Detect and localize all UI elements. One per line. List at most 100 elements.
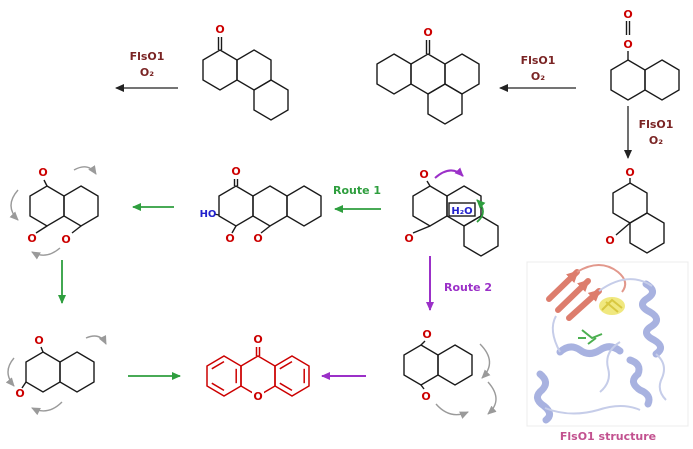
cofactor-label: O₂ [531, 70, 545, 83]
benzene-ring [236, 49, 272, 91]
benzene-ring [252, 185, 288, 227]
structure-bottom-right: O O [403, 328, 497, 419]
structure-mid-right: O H₂O O [404, 167, 499, 257]
route1-step: Route 1 [333, 184, 381, 213]
structure-right-intermediate: O O [605, 166, 665, 254]
oxygen-atom-label: O [421, 390, 430, 403]
benzene-ring [63, 185, 99, 227]
route2-step: Route 2 [426, 256, 492, 311]
benzene-ring [202, 49, 238, 91]
bond [43, 179, 48, 187]
oxygen-atom-label: O [34, 334, 43, 347]
oxygen-atom-label: O [15, 387, 24, 400]
structure-top-left: O [202, 23, 289, 121]
oxygen-atom-label: O [605, 234, 614, 247]
oxygen-atom-label: O [253, 333, 262, 346]
oxygen-atom-label: O [27, 232, 36, 245]
structure-bottom-left: O O [5, 334, 107, 416]
curved-arrow-gray [5, 357, 15, 387]
oxygen-atom-label: O [215, 23, 224, 36]
protein-cofactor-highlight [599, 297, 625, 315]
hydroxyl-label: HO [200, 209, 217, 220]
benzene-ring [612, 182, 648, 224]
oxygen-atom-label: O [231, 165, 240, 178]
benzene-ring [410, 53, 446, 95]
curved-arrow-gray [435, 403, 469, 419]
oxygen-atom-label: O [253, 232, 262, 245]
bond [231, 225, 237, 234]
oxygen-atom-label: O [61, 233, 70, 246]
benzene-ring [463, 215, 499, 257]
bond [213, 213, 220, 216]
protein-structure-image: FlsO1 structure [526, 261, 689, 443]
curved-arrow-gray [85, 335, 107, 345]
benzene-ring [59, 351, 95, 393]
bond [279, 382, 293, 392]
bond [420, 340, 426, 346]
bond [279, 360, 293, 370]
protein-loop [576, 264, 627, 293]
benzene-ring [437, 344, 473, 386]
bond [426, 180, 431, 187]
benzene-ring [644, 59, 680, 101]
protein-ligand-sticks [578, 329, 603, 345]
curved-arrow-purple [434, 167, 464, 179]
cofactor-label: O₂ [140, 66, 154, 79]
step-right-down: FlsO1 O₂ [624, 106, 674, 159]
oxygen-atom-label: O [419, 168, 428, 181]
benzene-ring [427, 83, 463, 125]
oxygen-atom-label: O [623, 8, 632, 21]
enzyme-label: FlsO1 [639, 118, 674, 131]
enzyme-label: FlsO1 [130, 50, 165, 63]
benzene-ring [25, 351, 61, 393]
structure-mid-left: O O O [9, 165, 99, 260]
structure-mid-center: O HO O O [200, 165, 322, 245]
benzene-ring [403, 344, 439, 386]
step-top-left: FlsO1 O₂ [115, 50, 178, 92]
oxygen-atom-label: O [225, 232, 234, 245]
oxygen-atom-label: O [404, 232, 413, 245]
oxygen-atom-label: O [625, 166, 634, 179]
label-backing [252, 389, 264, 401]
benzene-ring [412, 185, 448, 227]
structure-top-center: O [376, 26, 480, 125]
bond [35, 225, 48, 234]
bond [420, 384, 425, 390]
protein-beta-sheets [546, 269, 602, 321]
bond [615, 222, 631, 236]
bond [412, 225, 431, 234]
benzene-ring [218, 185, 254, 227]
curved-arrow-gray [73, 165, 97, 175]
curved-arrow-gray [487, 381, 497, 415]
step-top-right: FlsO1 O₂ [499, 54, 576, 92]
curved-arrow-gray [9, 189, 19, 221]
bond [211, 360, 225, 370]
benzene-ring [286, 185, 322, 227]
benzene-ring [444, 53, 480, 95]
bond [71, 225, 82, 234]
benzene-ring [629, 212, 665, 254]
route1-label: Route 1 [333, 184, 381, 197]
oxygen-atom-label: O [423, 26, 432, 39]
protein-caption: FlsO1 structure [560, 430, 656, 443]
oxygen-atom-label: O [253, 390, 262, 403]
benzene-ring [29, 185, 65, 227]
curved-arrow-green [476, 199, 486, 223]
route2-label: Route 2 [444, 281, 492, 294]
bond [40, 346, 44, 353]
label-backing [448, 202, 476, 217]
bond [21, 381, 27, 389]
oxygen-atom-label: O [422, 328, 431, 341]
structure-top-right-quinone: O O [610, 8, 680, 101]
oxygen-atom-label: O [38, 166, 47, 179]
cofactor-label: O₂ [649, 134, 663, 147]
curved-arrow-gray [31, 401, 63, 416]
curved-arrow-gray [479, 343, 491, 379]
oxygen-atom-label: O [623, 38, 632, 51]
bond [260, 225, 271, 234]
enzyme-label: FlsO1 [521, 54, 556, 67]
benzene-ring [376, 53, 412, 95]
curved-arrow-gray [31, 247, 61, 260]
